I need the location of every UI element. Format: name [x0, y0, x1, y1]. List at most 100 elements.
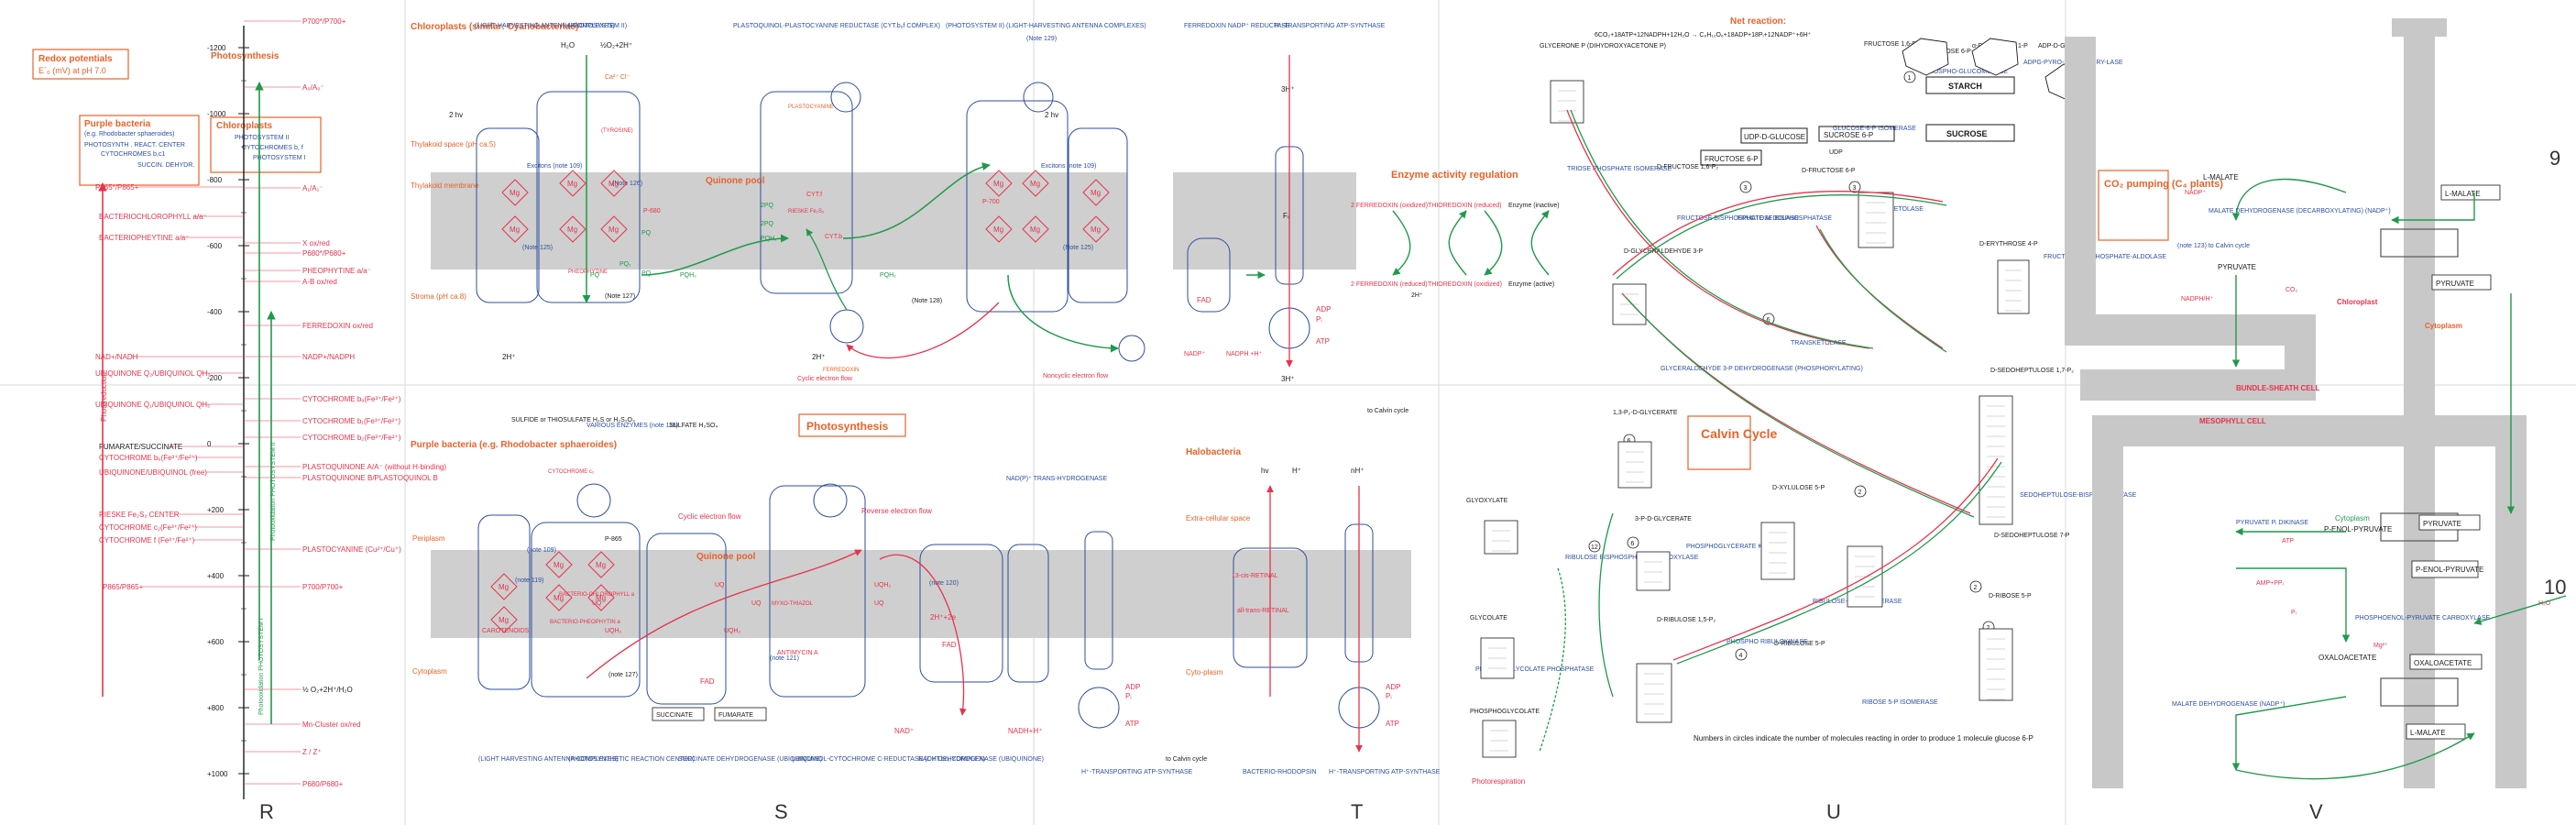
mg-diamond — [1022, 170, 1049, 197]
molecule-count-label: 6 — [1767, 317, 1770, 324]
c4-section: BUNDLE-SHEATH CELL MESOPHYLL CELL Chloro… — [2065, 18, 2567, 788]
mg-diamond — [490, 606, 518, 633]
purple-item: PHOTOSYNTH . REACT. CENTER — [84, 142, 185, 148]
enzyme-inactive: Enzyme (inactive) — [1508, 203, 1560, 209]
sulfide-label: SULFIDE or THIOSULFATE H₂S or H₂S₂O₃ — [511, 417, 635, 424]
two-h-reg: 2H⁺ — [1411, 292, 1423, 299]
c4-cofactor: NADP⁺ — [2185, 190, 2206, 196]
row-number-10: 10 — [2544, 576, 2566, 599]
calvin-enzyme: PHOSPHO RIBULOKINASE — [1726, 639, 1808, 645]
enzyme-active: Enzyme (active) — [1508, 281, 1554, 288]
redox-tick-label: +400 — [207, 572, 225, 580]
mg-diamond — [1082, 215, 1110, 243]
h-halo: H⁺ — [1292, 467, 1301, 475]
calvin-compound: UDP — [1829, 149, 1843, 156]
calvin-enzyme: TRANS-KETOLASE — [1866, 206, 1924, 213]
redox-level: UBIQUINONE Q₂/UBIQUINOL QH₂ — [95, 369, 210, 378]
col-letter-u: U — [1826, 800, 1841, 823]
pq-label: PQH₂ — [680, 272, 696, 279]
sucrose6p-box: SUCROSE 6-P — [1824, 131, 1873, 139]
redox-level: PHEOPHYTINE a/a⁻ — [302, 267, 371, 275]
calvin-compound: D-SEDOHEPTULOSE 7-P — [1994, 533, 2070, 539]
calvin-compound: GLYCERONE P (DIHYDROXYACETONE P) — [1540, 43, 1666, 50]
redox-levels: P700*/P700+A₀/A₀⁻A₁/A₁⁻P865*/P865+BACTER… — [95, 17, 446, 788]
calvin-compound: D-SEDOHEPTULOSE 1,7-P₂ — [1990, 368, 2074, 374]
mg-label: Mg — [567, 226, 577, 234]
chloroplast-section: Chloroplasts (similar: Cyanobacteriae) (… — [411, 22, 1146, 382]
calvin-enzyme: RIBOSE 5-P ISOMERASE — [1862, 699, 1938, 706]
periplasm-label: Periplasm — [412, 534, 445, 543]
calvin-enzyme: GLUCOSE-6-P ISOMERASE — [1833, 126, 1916, 132]
note-125b: (Note 125) — [1063, 245, 1093, 251]
c4-box — [2440, 184, 2501, 201]
structure-box — [1979, 628, 2013, 701]
mg-label: Mg — [510, 189, 520, 197]
calvin-enzyme: RIBULOSE BISPHOSPHATE CARBOXYLASE — [1565, 555, 1699, 561]
pq-label: 2PQ — [761, 221, 774, 227]
row-number-9: 9 — [2549, 147, 2560, 170]
net-reaction-title: Net reaction: — [1730, 16, 1786, 27]
molecule-count — [1739, 181, 1752, 193]
three-h-label: 3H⁺ — [1281, 375, 1294, 383]
mg-label: Mg — [608, 226, 619, 234]
molecule-count — [1854, 485, 1867, 498]
fad-bottom2: FAD — [942, 641, 957, 649]
nad-label: NAD⁺ — [894, 727, 914, 735]
halobacteria-section: Halobacteria Extra-cellular space Cyto-p… — [1054, 447, 1441, 776]
redox-tick-label: -200 — [207, 374, 223, 382]
mg-label: Mg — [1030, 226, 1040, 234]
halo-membrane — [1182, 550, 1411, 638]
col-letter-s: S — [774, 800, 788, 823]
pyruvate-kinase: PYRUVATE Pᵢ DIKINASE — [2236, 520, 2308, 526]
pq-label: PQ — [590, 272, 600, 279]
calvin-footer: Numbers in circles indicate the number o… — [1694, 734, 2033, 742]
rieske: RIESKE Fe₂S₂ — [788, 209, 825, 214]
c4-cofactor: NADPH/H⁺ — [2181, 296, 2214, 302]
mg-label: Mg — [567, 180, 577, 188]
mg-diamond — [587, 584, 615, 611]
redox-level: FERREDOXIN ox/red — [302, 322, 373, 330]
mg-diamond — [545, 551, 573, 578]
photorespiration-label: Photorespiration — [1472, 777, 1525, 786]
molecule-count — [1627, 536, 1639, 549]
udpg-box: UDP-D-GLUCOSE — [1744, 133, 1805, 141]
adp-label: ADP — [1316, 305, 1331, 314]
redox-tick-label: +1000 — [207, 770, 228, 778]
photoreduction-label: Photoreduction — [100, 372, 108, 422]
redox-level: RIESKE Fe₂S₂ CENTER — [99, 511, 180, 519]
redox-level: FUMARATE/SUCCINATE — [99, 443, 182, 451]
molecule-count-label: 2 — [1987, 625, 1990, 632]
calvin-enzyme: TRANSKETOLASE — [1791, 340, 1847, 346]
nadh-label: NADH+H⁺ — [1008, 727, 1042, 735]
mg-diamond — [490, 573, 518, 600]
mg-label: Mg — [993, 226, 1003, 234]
oxygen-label: ½O₂+2H⁺ — [600, 41, 632, 50]
calvin-compound: FRUCTOSE 1,6-P₂ — [1864, 41, 1919, 48]
redox-tick-label: +800 — [207, 704, 225, 712]
hv-label: 2 hv — [1045, 111, 1058, 119]
excitons-label: Excitons (note 109) — [527, 163, 582, 170]
cytoplasm-top: Cytoplasm — [2425, 322, 2462, 330]
calvin-enzyme: PHOSPHOGLYCOLATE PHOSPHATASE — [1475, 666, 1595, 673]
structure-box — [1617, 441, 1652, 489]
mg-diamond — [559, 170, 586, 197]
note-109b: (note 109) — [527, 547, 556, 554]
c4-cofactor: AMP+PPᵢ — [2256, 580, 2284, 587]
redox-ticks: -1200-1000-800-600-400-2000+200+400+600+… — [207, 44, 249, 778]
calvin-enzyme: FRUCTOSE BISPHOSPHATASE — [1737, 215, 1832, 222]
purple-item: SUCCIN. DEHYDR. — [137, 162, 194, 169]
nadp-label: NADP⁺ — [1184, 351, 1205, 358]
redox-tick-label: -1000 — [207, 110, 226, 118]
redox-level: CYTOCHROME b₁(Fe³⁺/Fe²⁺) — [302, 417, 400, 425]
molecule-count-label: 2 — [1974, 585, 1978, 591]
redox-level: NAD+/NADH — [95, 353, 138, 361]
mg-label: Mg — [993, 180, 1003, 188]
grid-labels: R S T U V 9 10 — [259, 147, 2566, 823]
calvin-enzyme: TRIOSE PHOSPHATE ISOMERASE — [1567, 166, 1672, 172]
plastocyanine-label: PLASTOCYANINE — [788, 104, 834, 110]
note-121: (note 121) — [770, 655, 799, 662]
tyrosine: (TYROSINE) — [601, 128, 633, 134]
